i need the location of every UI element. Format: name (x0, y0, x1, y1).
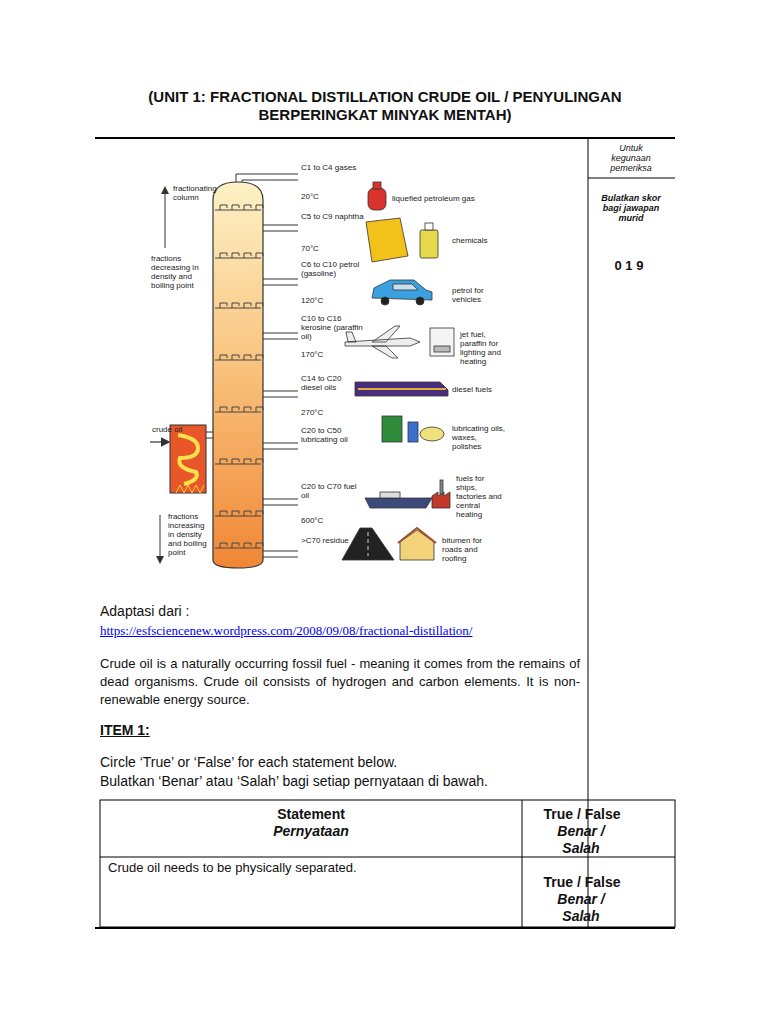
temperature-label: 120°C (301, 296, 323, 305)
crude-arrow (150, 441, 168, 442)
examiner-note: Bulatkan skor bagi jawapan murid (601, 193, 661, 223)
down-arrow (160, 515, 161, 562)
input-label: crude oil (152, 425, 182, 434)
statement-cell: Crude oil needs to be physically separat… (108, 860, 508, 876)
table-grid (95, 800, 675, 928)
fraction-label: C14 to C20 diesel oils (301, 374, 361, 392)
fraction-label: C10 to C16 kerosine (paraffin oil) (301, 314, 373, 341)
product-label: jet fuel, paraffin for lighting and heat… (460, 330, 512, 366)
temperature-label: 20°C (301, 192, 319, 201)
outlet-pipes (236, 174, 298, 557)
table-header: Statement (100, 806, 522, 823)
table-header: Pernyataan (100, 823, 522, 840)
product-label: liquefied petroleum gas (392, 194, 475, 203)
temperature-label: 270°C (301, 408, 323, 417)
fraction-label: C5 to C9 naphtha (301, 212, 364, 221)
product-icons (342, 182, 454, 560)
up-arrow (165, 188, 166, 248)
score-options: 0 1 9 (598, 258, 660, 274)
table-header: Benar / Salah (548, 823, 614, 857)
fractionating-column (213, 182, 263, 568)
answer-choice: True / False (526, 874, 638, 891)
intro-text: Crude oil is a naturally occurring fossi… (100, 655, 580, 709)
product-label: fuels for ships, factories and central h… (456, 474, 504, 519)
fraction-label: C20 to C70 fuel oil (301, 482, 361, 500)
temperature-label: 170°C (301, 350, 323, 359)
arrow-note: fractions increasing in density and boil… (168, 512, 212, 557)
temperature-label: 70°C (301, 244, 319, 253)
item-heading: ITEM 1: (100, 722, 150, 739)
column-label: fractionating column (173, 184, 215, 202)
source-note: Adaptasi dari : (100, 603, 190, 620)
furnace (170, 425, 213, 493)
temperature-label: 600°C (301, 516, 323, 525)
examiner-note: Untuk kegunaan pemeriksa (604, 143, 658, 173)
answer-choice: Benar / Salah (548, 891, 614, 925)
page-title: (UNIT 1: FRACTIONAL DISTILLATION CRUDE O… (95, 88, 675, 124)
product-label: lubricating oils, waxes, polishes (452, 424, 507, 451)
fraction-label: C6 to C10 petrol (gasoline) (301, 260, 363, 278)
product-label: diesel fuels (452, 385, 492, 394)
table-header: True / False (526, 806, 638, 823)
source-link: https://esfsciencenew.wordpress.com/2008… (100, 623, 472, 639)
fraction-label: C1 to C4 gases (301, 163, 356, 172)
product-label: chemicals (452, 236, 488, 245)
instruction: Bulatkan ‘Benar’ atau ‘Salah’ bagi setia… (100, 773, 488, 790)
rule (588, 178, 675, 179)
product-label: bitumen for roads and roofing (442, 536, 504, 563)
fraction-label: >C70 residue (301, 536, 349, 545)
instruction: Circle ‘True’ or ‘False’ for each statem… (100, 754, 397, 771)
arrow-note: fractions decreasing in density and boil… (151, 254, 211, 290)
product-label: petrol for vehicles (452, 286, 504, 304)
fraction-label: C20 to C50 lubricating oil (301, 426, 363, 444)
